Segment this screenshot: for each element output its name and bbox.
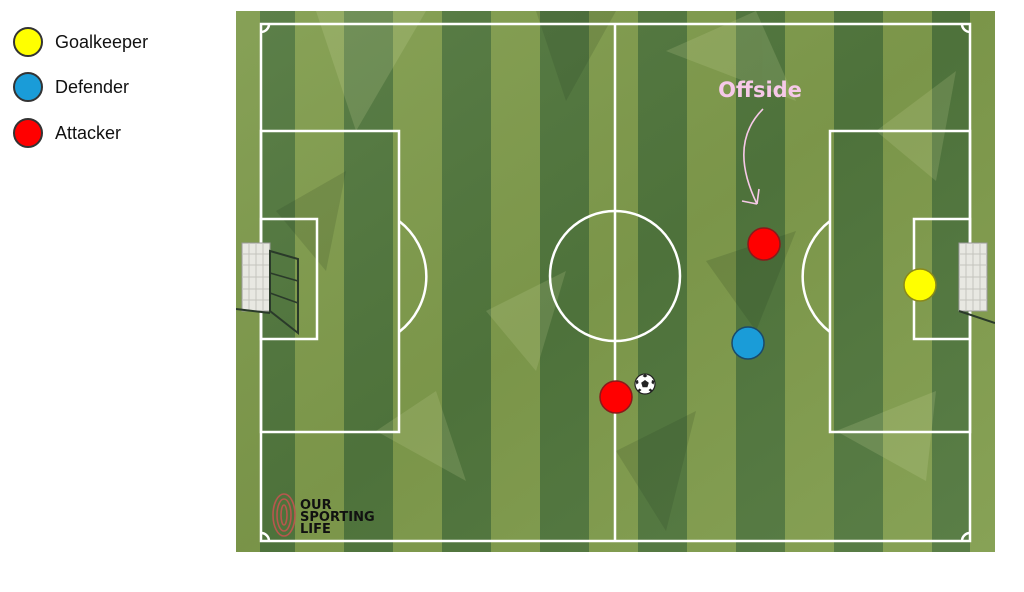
- goalkeeper-player: [903, 268, 937, 302]
- our-sporting-life-logo: OUR SPORTING LIFE: [272, 493, 375, 537]
- center-circle: [548, 209, 682, 343]
- legend-label-attacker: Attacker: [55, 122, 122, 143]
- legend-item-goalkeeper: Goalkeeper: [13, 25, 148, 59]
- pitch: Offside OUR SPORTING LIFE: [236, 11, 995, 552]
- logo-text-line3: LIFE: [300, 522, 331, 537]
- attacker-with-ball: [599, 380, 633, 414]
- right-penalty-arc: [801, 220, 831, 333]
- defender-player: [731, 326, 765, 360]
- logo-text-line1: OUR: [300, 498, 332, 513]
- defender-swatch: [13, 72, 43, 102]
- right-goal: [958, 242, 995, 324]
- attacker-offside: [747, 227, 781, 261]
- offside-label: Offside: [718, 78, 802, 102]
- logo-text-line2: SPORTING: [300, 510, 375, 525]
- legend-label-defender: Defender: [55, 76, 130, 97]
- left-goal: [236, 242, 299, 336]
- legend-item-defender: Defender: [13, 70, 129, 104]
- offside-arrow-icon: [741, 108, 764, 205]
- legend-label-goalkeeper: Goalkeeper: [55, 31, 149, 52]
- soccer-ball-icon: [634, 373, 656, 395]
- goalkeeper-swatch: [13, 27, 43, 57]
- legend-item-attacker: Attacker: [13, 116, 121, 150]
- attacker-swatch: [13, 118, 43, 148]
- left-penalty-arc: [398, 220, 428, 333]
- pitch-svg: Offside OUR SPORTING LIFE: [236, 11, 995, 552]
